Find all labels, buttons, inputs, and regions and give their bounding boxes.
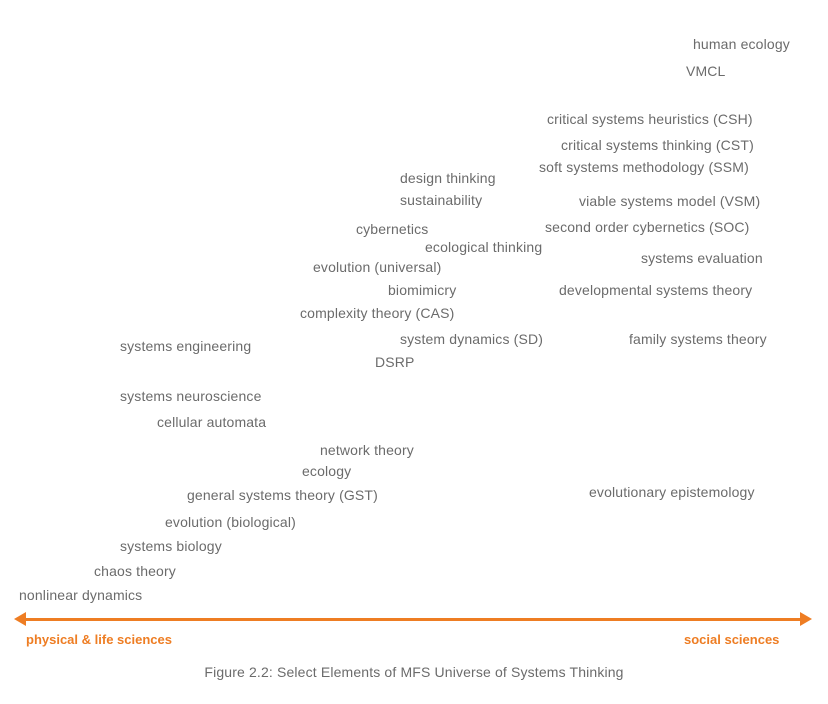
term-general-systems-theory: general systems theory (GST) xyxy=(187,487,378,503)
term-sustainability: sustainability xyxy=(400,192,483,208)
term-viable-systems-model: viable systems model (VSM) xyxy=(579,193,761,209)
term-complexity-theory: complexity theory (CAS) xyxy=(300,305,455,321)
term-systems-neuroscience: systems neuroscience xyxy=(120,388,262,404)
term-developmental-systems-theory: developmental systems theory xyxy=(559,282,753,298)
term-systems-evaluation: systems evaluation xyxy=(641,250,763,266)
term-human-ecology: human ecology xyxy=(693,36,790,52)
axis-arrow-right-icon xyxy=(800,612,812,626)
term-evolutionary-epistemology: evolutionary epistemology xyxy=(589,484,755,500)
term-soft-systems-methodology: soft systems methodology (SSM) xyxy=(539,159,749,175)
term-evolution-biological: evolution (biological) xyxy=(165,514,296,530)
term-ecology: ecology xyxy=(302,463,352,479)
axis-label-right: social sciences xyxy=(684,632,780,647)
term-biomimicry: biomimicry xyxy=(388,282,457,298)
figure-caption: Figure 2.2: Select Elements of MFS Unive… xyxy=(204,664,624,680)
term-critical-systems-heuristics: critical systems heuristics (CSH) xyxy=(547,111,753,127)
term-critical-systems-thinking: critical systems thinking (CST) xyxy=(561,137,754,153)
term-cellular-automata: cellular automata xyxy=(157,414,267,430)
term-systems-biology: systems biology xyxy=(120,538,222,554)
term-nonlinear-dynamics: nonlinear dynamics xyxy=(19,587,143,603)
term-cybernetics: cybernetics xyxy=(356,221,429,237)
term-system-dynamics: system dynamics (SD) xyxy=(400,331,544,347)
term-dsrp: DSRP xyxy=(375,354,415,370)
term-ecological-thinking: ecological thinking xyxy=(425,239,543,255)
axis-arrow-left-icon xyxy=(14,612,26,626)
term-systems-engineering: systems engineering xyxy=(120,338,252,354)
axis-line xyxy=(24,618,800,621)
term-chaos-theory: chaos theory xyxy=(94,563,176,579)
term-evolution-universal: evolution (universal) xyxy=(313,259,442,275)
term-second-order-cybernetics: second order cybernetics (SOC) xyxy=(545,219,750,235)
term-vmcl: VMCL xyxy=(686,63,726,79)
term-design-thinking: design thinking xyxy=(400,170,496,186)
axis-label-left: physical & life sciences xyxy=(26,632,172,647)
term-family-systems-theory: family systems theory xyxy=(629,331,767,347)
term-network-theory: network theory xyxy=(320,442,414,458)
